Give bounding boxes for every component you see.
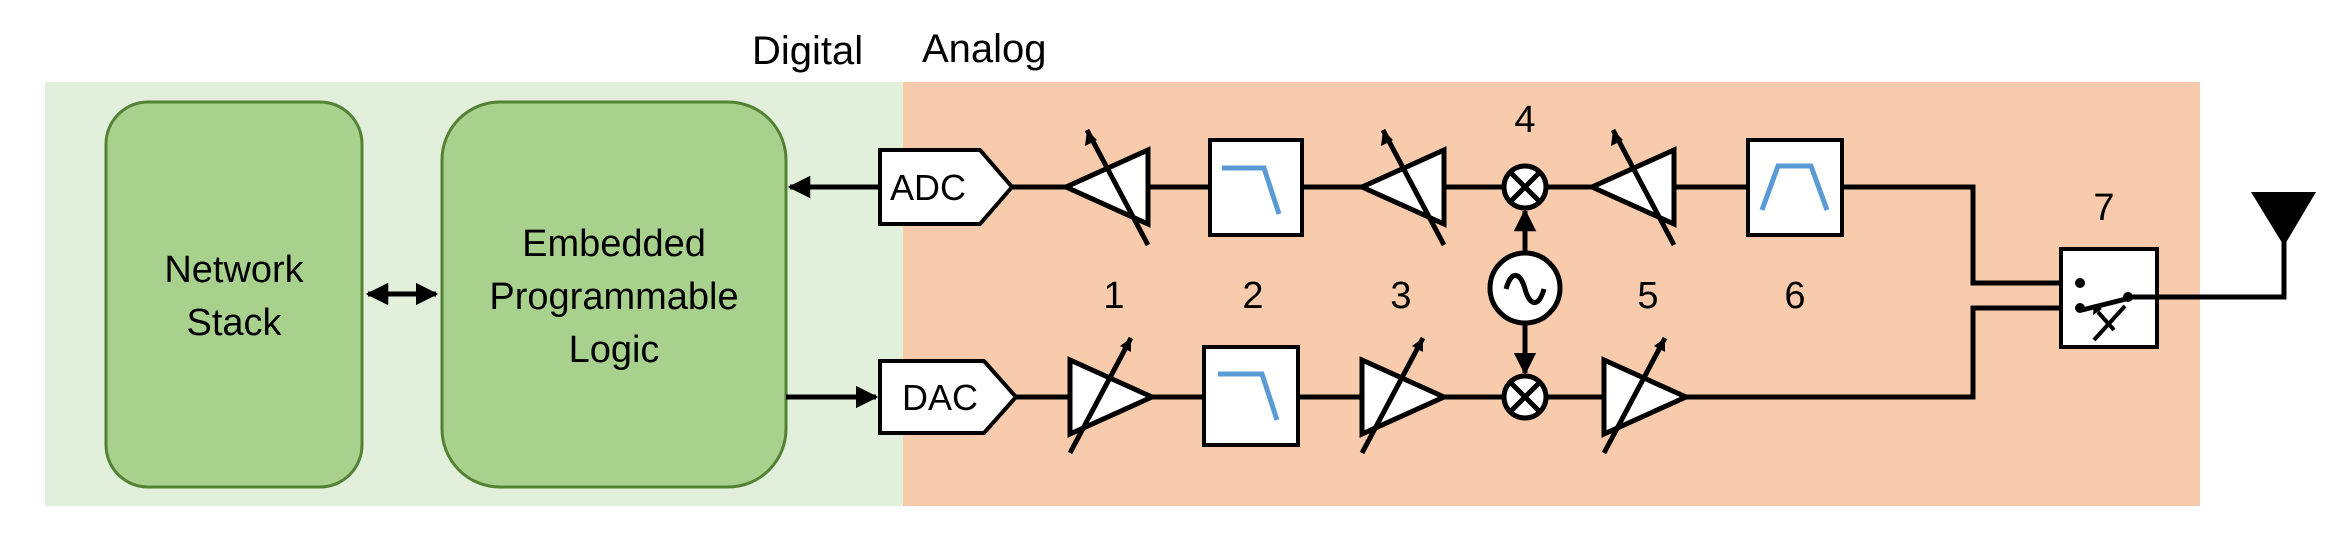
network-stack-line-2: Stack <box>186 302 282 344</box>
stage-number-4: 4 <box>1514 99 1535 141</box>
rx-mixer-icon <box>1501 163 1549 211</box>
tx-lowpass-filter-icon <box>1202 345 1300 447</box>
network-stack-block: Network Stack <box>104 100 364 489</box>
digital-label: Digital <box>752 29 863 73</box>
analog-label: Analog <box>922 27 1047 71</box>
stage-number-2: 2 <box>1242 275 1263 317</box>
switch-icon <box>2059 247 2159 349</box>
antenna-icon <box>2251 192 2316 246</box>
adc-converter: ADC <box>878 148 1015 226</box>
transmit-chain-wires <box>1016 305 2077 400</box>
tx-amplifier-2-icon <box>1359 336 1451 455</box>
stage-number-1: 1 <box>1103 275 1124 317</box>
programmable-logic-line-2: Programmable <box>489 276 738 318</box>
rx-rf-amplifier-icon <box>1585 128 1677 247</box>
stage-number-7: 7 <box>2093 187 2114 229</box>
oscillator-icon <box>1487 250 1563 326</box>
stage-number-6: 6 <box>1784 275 1805 317</box>
programmable-logic-line-3: Logic <box>569 329 660 371</box>
dac-label: DAC <box>902 377 978 418</box>
stage-number-3: 3 <box>1390 275 1411 317</box>
rx-lowpass-filter-icon <box>1208 138 1304 237</box>
rx-vga-amplifier-icon <box>1355 128 1447 247</box>
programmable-logic-block: Embedded Programmable Logic <box>440 100 788 489</box>
adc-label: ADC <box>890 167 966 208</box>
stage-number-5: 5 <box>1637 275 1658 317</box>
rx-lna-amplifier-icon <box>1059 128 1151 247</box>
switch-to-antenna-wire <box>2128 240 2287 300</box>
tx-power-amplifier-icon <box>1601 336 1693 455</box>
tx-amplifier-1-icon <box>1067 336 1159 455</box>
programmable-logic-line-1: Embedded <box>522 223 706 265</box>
network-stack-line-1: Network <box>164 249 304 291</box>
tx-mixer-icon <box>1501 373 1549 421</box>
dac-converter: DAC <box>878 359 1019 435</box>
rx-bandpass-filter-icon <box>1746 138 1844 237</box>
receive-chain-wires <box>1012 184 2077 286</box>
